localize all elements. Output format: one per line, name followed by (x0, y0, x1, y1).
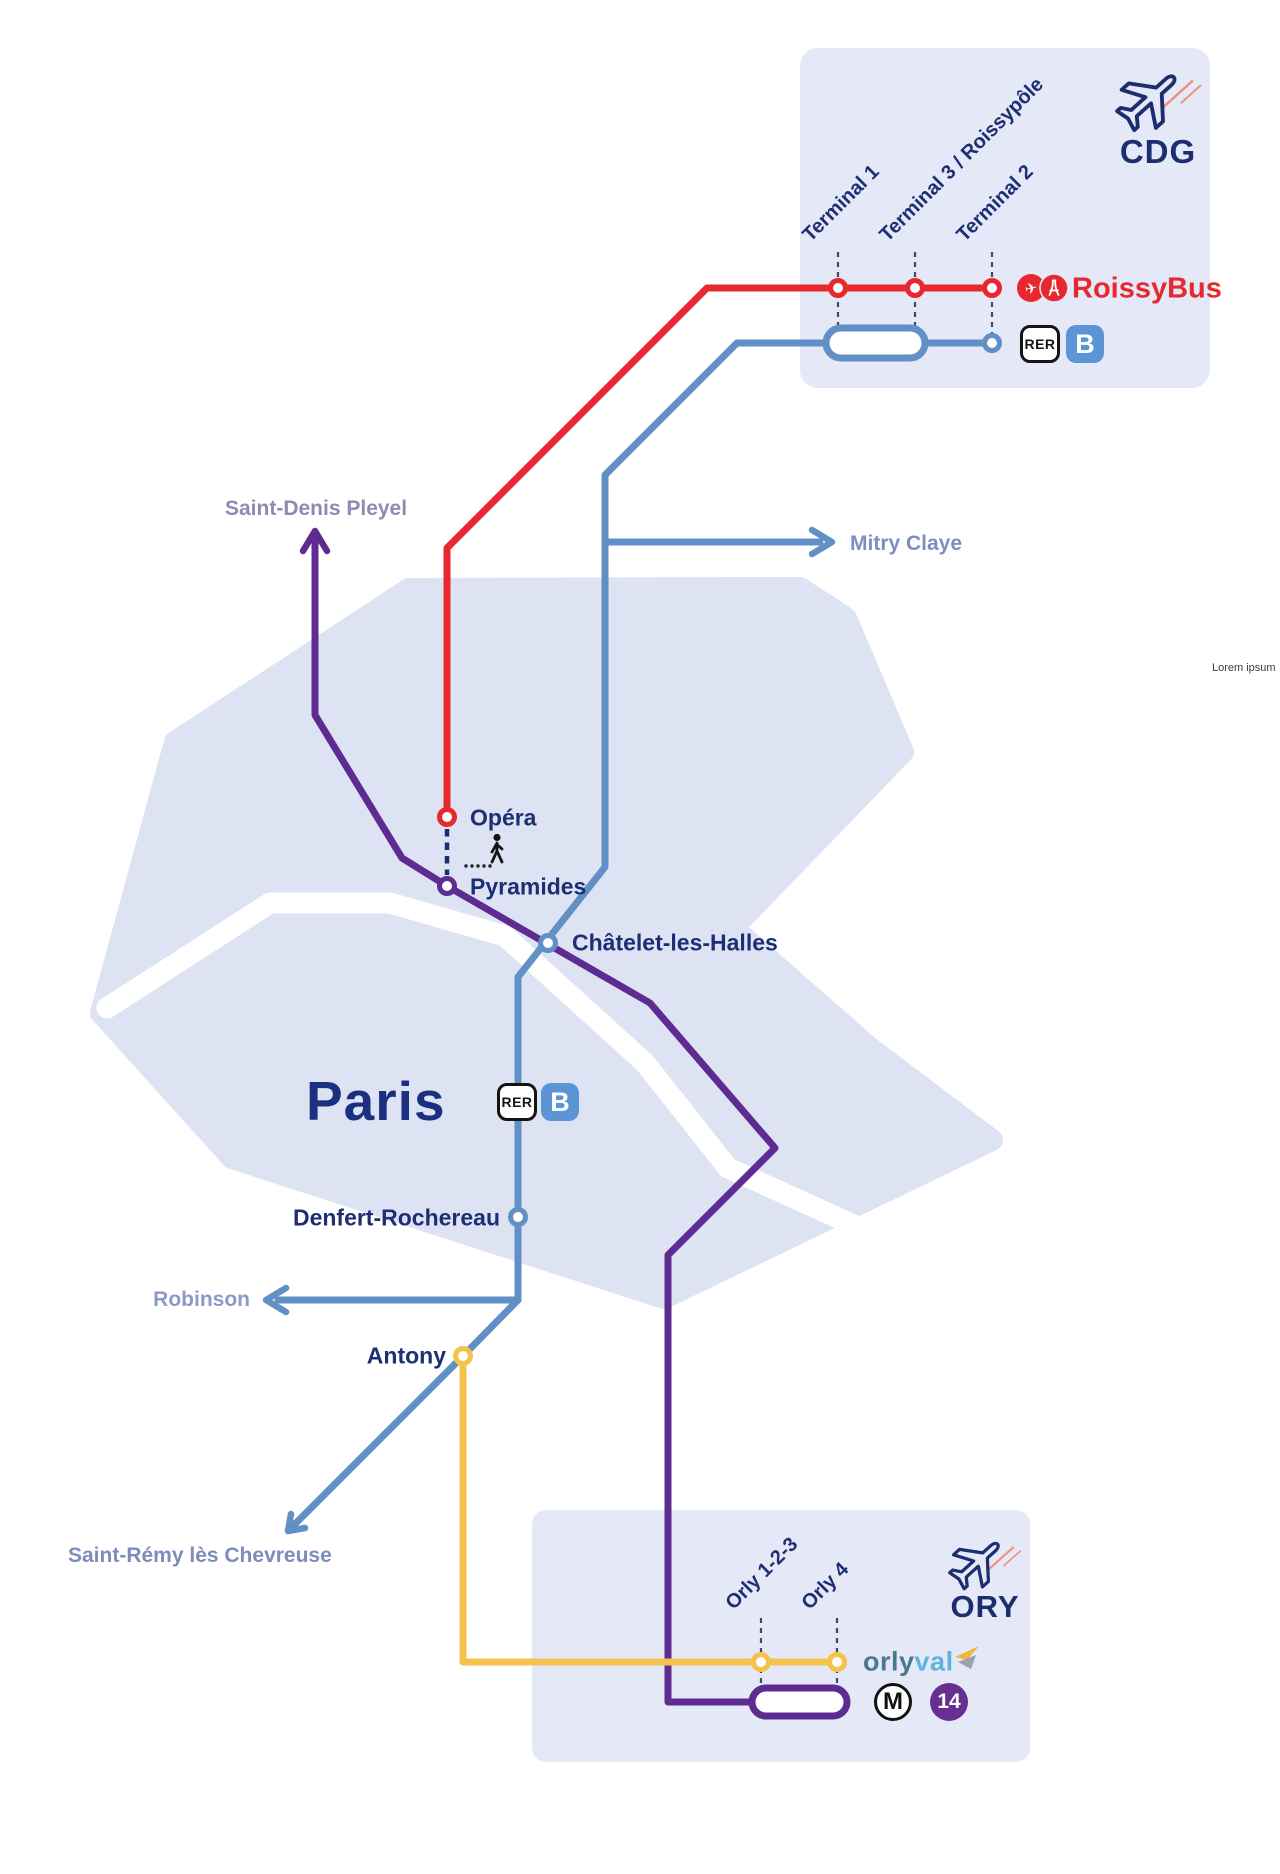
arrow-robinson-icon (262, 1284, 290, 1316)
station-denfert (508, 1207, 528, 1227)
orlyval-logo-part1: orly (863, 1646, 915, 1677)
svg-text:✈: ✈ (1023, 279, 1039, 298)
cdg-plane-icon (1115, 74, 1202, 133)
station-opera (437, 807, 457, 827)
rer-badge-paris: RER (497, 1083, 537, 1121)
terminus-saint-remy: Saint-Rémy lès Chevreuse (68, 1544, 332, 1567)
terminus-saint-denis-pleyel: Saint-Denis Pleyel (225, 497, 408, 520)
rer-b-line (262, 339, 996, 1535)
metro-line-14-badge: 14 (930, 1683, 968, 1721)
line-b-badge-paris: B (541, 1083, 579, 1121)
paris-title: Paris (306, 1070, 446, 1132)
ory-plane-icon (948, 1541, 1022, 1591)
arrow-mitry-icon (808, 526, 836, 558)
station-terminal3 (905, 278, 925, 298)
orly-metro-station-pill (748, 1684, 851, 1720)
roissybus-label: RoissyBus (1072, 272, 1222, 305)
rer-badge-cdg: RER (1020, 325, 1060, 363)
cdg-code-label: CDG (1119, 133, 1197, 170)
cdg-box (800, 48, 1210, 388)
ory-code-label: ORY (950, 1589, 1020, 1624)
station-orly123 (751, 1652, 771, 1672)
orlyval-arrow-icon (955, 1646, 979, 1669)
orlyval-logo: orlyval (863, 1647, 954, 1678)
station-antony (453, 1346, 473, 1366)
cdg-rer-station-pill (822, 324, 929, 362)
station-label-opera: Opéra (470, 804, 537, 831)
station-label-pyramides: Pyramides (470, 873, 587, 900)
walking-person-icon (490, 833, 504, 864)
transfer-dots (464, 864, 492, 868)
arrow-saint-remy-icon (284, 1510, 309, 1535)
arrow-saint-denis-icon (299, 527, 331, 555)
station-label-denfert: Denfert-Rochereau (292, 1204, 500, 1231)
station-terminal1 (828, 278, 848, 298)
roissybus-logo-icon: ✈ (1017, 273, 1069, 303)
station-label-chatelet: Châtelet-les-Halles (572, 929, 778, 956)
seine-river (96, 892, 891, 1248)
roissybus-line (443, 284, 996, 821)
orlyval-line (459, 1352, 841, 1666)
station-orly4 (827, 1652, 847, 1672)
terminus-robinson: Robinson (153, 1288, 250, 1311)
station-terminal2-rer (982, 333, 1002, 353)
station-label-antony: Antony (366, 1342, 446, 1369)
metro-14-line (299, 527, 779, 1706)
station-rings (437, 278, 1002, 1672)
station-chatelet (538, 933, 558, 953)
station-pyramides (437, 876, 457, 896)
orlyval-logo-part2: val (914, 1646, 954, 1677)
station-terminal2-bus (982, 278, 1002, 298)
terminus-mitry-claye: Mitry Claye (850, 532, 963, 555)
footnote-text: Lorem ipsum (1212, 662, 1276, 674)
line-b-badge-cdg: B (1066, 325, 1104, 363)
metro-badge: M (874, 1683, 912, 1721)
